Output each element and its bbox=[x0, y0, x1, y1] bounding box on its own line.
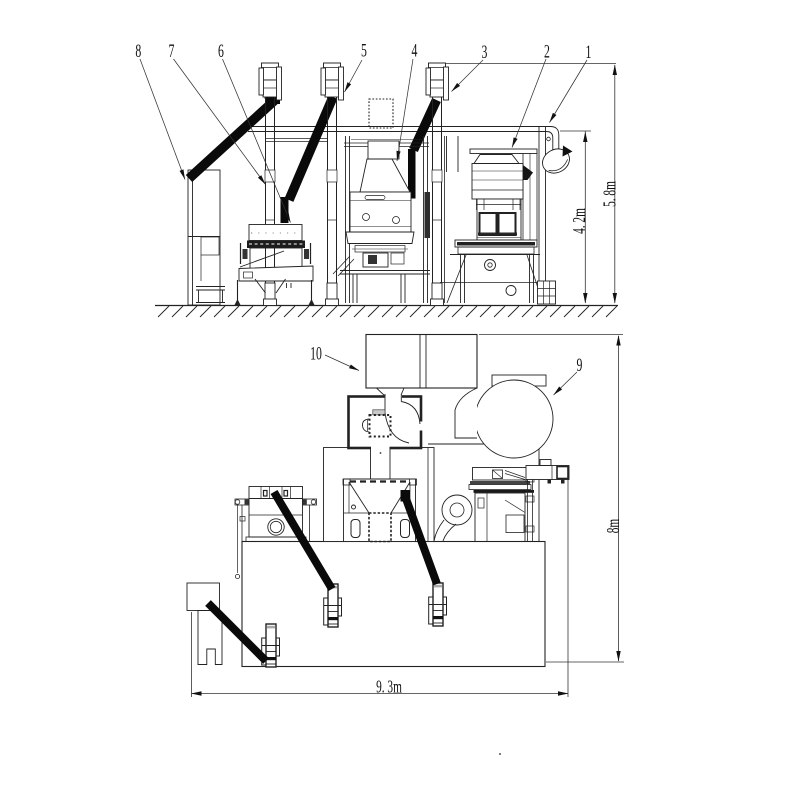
svg-text:4: 4 bbox=[411, 41, 417, 61]
svg-text:7: 7 bbox=[169, 41, 175, 61]
svg-text:8: 8 bbox=[135, 41, 141, 61]
svg-text:5. 8m: 5. 8m bbox=[601, 181, 620, 207]
svg-text:4. 2m: 4. 2m bbox=[571, 208, 590, 234]
svg-text:6: 6 bbox=[218, 41, 224, 61]
svg-text:9. 3m: 9. 3m bbox=[376, 678, 402, 697]
svg-text:1: 1 bbox=[586, 42, 592, 62]
svg-text:9: 9 bbox=[577, 355, 583, 375]
svg-text:5: 5 bbox=[361, 41, 367, 61]
svg-text:8m: 8m bbox=[604, 519, 623, 534]
svg-text:10: 10 bbox=[310, 344, 322, 364]
svg-text:3: 3 bbox=[482, 42, 488, 62]
svg-text:2: 2 bbox=[544, 42, 550, 62]
